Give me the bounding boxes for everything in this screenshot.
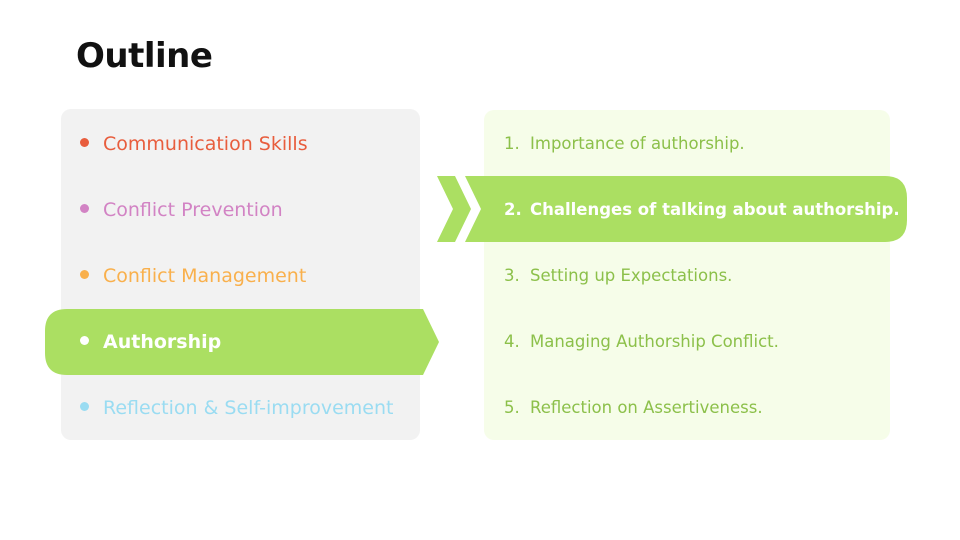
outline-item-label: Conflict Management: [103, 265, 307, 287]
outline-item-conflict-management[interactable]: Conflict Management: [80, 262, 306, 290]
bullet-icon: [80, 204, 89, 213]
subtopic-number: 4.: [504, 332, 520, 351]
subtopic-label: Challenges of talking about authorship.: [530, 200, 900, 219]
subtopic-number: 2.: [504, 200, 522, 219]
outline-item-communication-skills[interactable]: Communication Skills: [80, 130, 308, 158]
subtopic-item[interactable]: 4. Managing Authorship Conflict.: [504, 329, 779, 355]
subtopic-label: Importance of authorship.: [530, 134, 745, 153]
outline-item-reflection[interactable]: Reflection & Self-improvement: [80, 394, 393, 422]
subtopic-item[interactable]: 5. Reflection on Assertiveness.: [504, 395, 763, 421]
subtopics-panel: [484, 110, 890, 440]
bullet-icon: [80, 138, 89, 147]
subtopic-number: 3.: [504, 266, 520, 285]
active-outline-highlight: [45, 309, 439, 375]
subtopic-label: Setting up Expectations.: [530, 266, 733, 285]
subtopic-number: 1.: [504, 134, 520, 153]
bullet-icon: [80, 336, 89, 345]
subtopic-label: Reflection on Assertiveness.: [530, 398, 763, 417]
bullet-icon: [80, 402, 89, 411]
outline-item-label: Communication Skills: [103, 133, 308, 155]
subtopic-item[interactable]: 3. Setting up Expectations.: [504, 263, 732, 289]
subtopic-number: 5.: [504, 398, 520, 417]
outline-item-label: Conflict Prevention: [103, 199, 283, 221]
subtopic-item-active[interactable]: 2. Challenges of talking about authorship…: [504, 197, 900, 223]
bullet-icon: [80, 270, 89, 279]
outline-panel: [61, 109, 420, 440]
subtopic-item[interactable]: 1. Importance of authorship.: [504, 131, 745, 157]
outline-item-conflict-prevention[interactable]: Conflict Prevention: [80, 196, 283, 224]
outline-item-label: Reflection & Self-improvement: [103, 397, 394, 419]
subtopic-label: Managing Authorship Conflict.: [530, 332, 779, 351]
active-subtopic-highlight: [437, 176, 907, 242]
page-title: Outline: [76, 36, 213, 76]
chevron-arrow-icon: [437, 176, 471, 242]
outline-item-label: Authorship: [103, 331, 222, 353]
outline-item-authorship[interactable]: Authorship: [80, 328, 221, 356]
